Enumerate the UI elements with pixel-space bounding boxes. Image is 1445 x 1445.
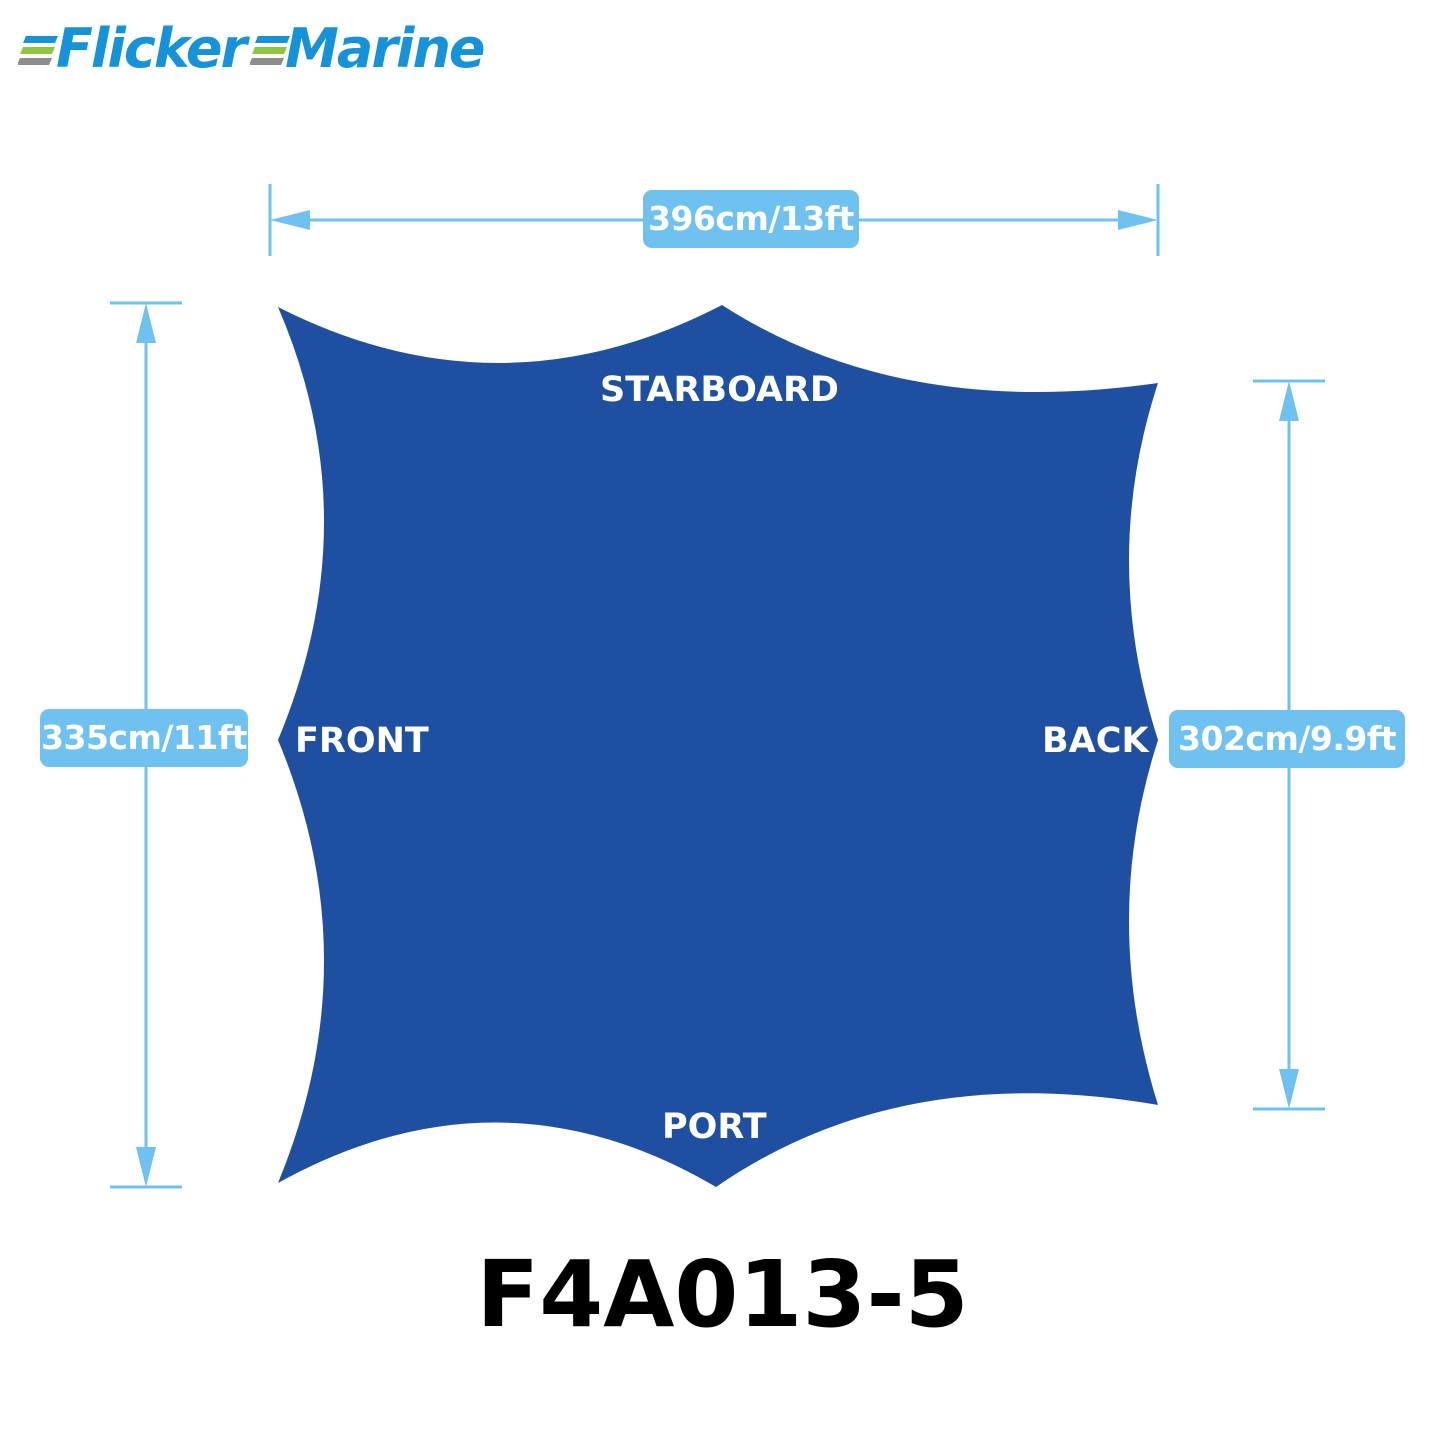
logo-stripes-icon — [250, 36, 290, 65]
model-number: F4A013-5 — [476, 1241, 969, 1348]
width-dimension-badge: 396cm/13ft — [643, 190, 859, 248]
logo-stripes-icon — [18, 36, 58, 65]
port-label: PORT — [662, 1107, 767, 1147]
back-label: BACK — [1042, 721, 1149, 761]
left-height-dimension-badge: 335cm/11ft — [40, 709, 248, 767]
boat-cover-shape — [278, 305, 1158, 1187]
right-height-dimension-badge: 302cm/9.9ft — [1169, 710, 1405, 768]
front-label: FRONT — [295, 721, 429, 761]
starboard-label: STARBOARD — [600, 370, 839, 410]
